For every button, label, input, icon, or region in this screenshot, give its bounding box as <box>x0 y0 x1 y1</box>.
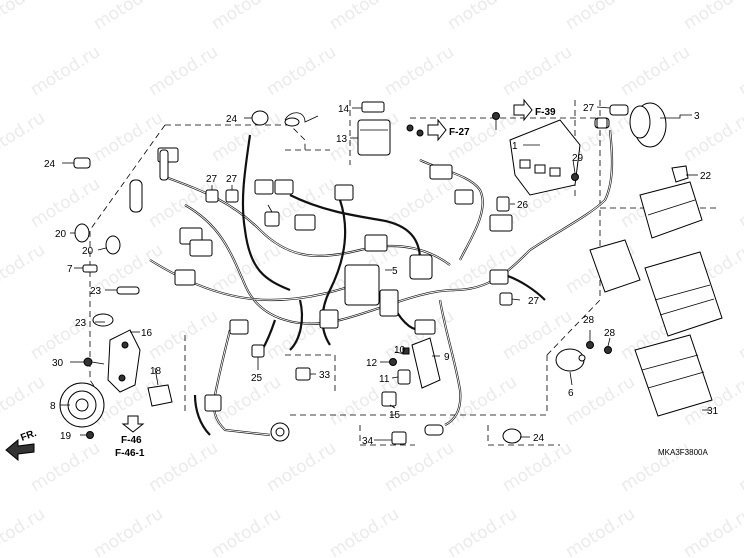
callout-3: 3 <box>694 111 700 122</box>
callout-24-top: 24 <box>226 114 238 125</box>
watermark-text: motod.ru <box>444 372 521 430</box>
watermark-text: motod.ru <box>27 306 104 364</box>
callout-29: 29 <box>572 153 584 164</box>
leader-lines <box>60 106 710 441</box>
callout-18: 18 <box>150 366 162 377</box>
watermark-text: motod.ru <box>562 504 639 558</box>
harness-connectors <box>129 147 513 442</box>
watermark-text: motod.ru <box>145 438 222 496</box>
watermark-text: motod.ru <box>263 438 340 496</box>
callout-9: 9 <box>444 352 450 363</box>
callout-13: 13 <box>336 134 348 145</box>
watermark-text: motod.ru <box>562 372 639 430</box>
ref-f46-1: F-46-1 <box>115 448 145 459</box>
ref-f27: F-27 <box>449 127 470 138</box>
callout-25: 25 <box>251 373 263 384</box>
watermark-text: motod.ru <box>444 504 521 558</box>
callout-23-a: 23 <box>90 286 102 297</box>
watermark-text: motod.ru <box>0 108 49 166</box>
callout-28-a: 28 <box>583 315 595 326</box>
watermark-text: motod.ru <box>735 42 744 100</box>
callout-20-b: 20 <box>82 246 94 257</box>
callout-27-left-b: 27 <box>226 174 238 185</box>
callout-24-left: 24 <box>44 159 56 170</box>
watermark-text: motod.ru <box>145 42 222 100</box>
callout-1: 1 <box>512 141 518 152</box>
watermark-text: motod.ru <box>0 504 49 558</box>
callout-27-left-a: 27 <box>206 174 218 185</box>
watermark-text: motod.ru <box>27 42 104 100</box>
watermark-text: motod.ru <box>680 108 744 166</box>
labels: 14 13 1 27 3 22 29 26 27 28 28 6 31 24 2… <box>19 103 718 459</box>
front-arrow-icon <box>5 438 35 462</box>
watermark-text: motod.ru <box>381 438 458 496</box>
callout-10: 10 <box>394 345 406 356</box>
callout-20-a: 20 <box>55 229 67 240</box>
callout-6: 6 <box>568 388 574 399</box>
callout-28-b: 28 <box>604 328 616 339</box>
callout-19: 19 <box>60 431 72 442</box>
watermark-text: motod.ru <box>27 438 104 496</box>
callout-24-bottom: 24 <box>533 433 545 444</box>
watermark-text: motod.ru <box>208 0 285 34</box>
ref-f46: F-46 <box>121 435 142 446</box>
diagram-code: MKA3F3800A <box>658 448 708 457</box>
callout-27-mid-right: 27 <box>528 296 540 307</box>
callout-15: 15 <box>389 410 401 421</box>
watermark-text: motod.ru <box>735 174 744 232</box>
watermark-text: motod.ru <box>90 108 167 166</box>
watermark-text: motod.ru <box>499 438 576 496</box>
callout-7: 7 <box>67 264 73 275</box>
watermark-text: motod.ru <box>326 504 403 558</box>
watermark-text: motod.ru <box>617 42 694 100</box>
component-parts <box>59 101 723 445</box>
callout-27-top-right: 27 <box>583 103 595 114</box>
watermark-text: motod.ru <box>0 372 49 430</box>
watermark-text: motod.ru <box>499 42 576 100</box>
callout-30: 30 <box>52 358 64 369</box>
watermark-text: motod.ru <box>735 306 744 364</box>
boundary-frames <box>89 100 720 446</box>
watermark-text: motod.ru <box>444 0 521 34</box>
watermark-text: motod.ru <box>381 42 458 100</box>
callout-22: 22 <box>700 171 712 182</box>
watermark-text: motod.ru <box>326 0 403 34</box>
watermark-text: motod.ru <box>90 504 167 558</box>
watermark-text: motod.ru <box>263 42 340 100</box>
callout-14: 14 <box>338 104 350 115</box>
callout-31: 31 <box>707 406 719 417</box>
watermark-text: motod.ru <box>208 504 285 558</box>
watermark-text: motod.ru <box>0 0 49 34</box>
watermark-text: motod.ru <box>735 438 744 496</box>
watermark-text: motod.ru <box>0 240 49 298</box>
callout-33: 33 <box>319 370 331 381</box>
ref-f39: F-39 <box>535 107 556 118</box>
callout-34: 34 <box>362 436 374 447</box>
callout-23-b: 23 <box>75 318 87 329</box>
watermark-text: motod.ru <box>145 306 222 364</box>
watermark-text: motod.ru <box>562 0 639 34</box>
callout-26: 26 <box>517 200 529 211</box>
reference-arrows <box>5 98 533 462</box>
watermark-text: motod.ru <box>680 0 744 34</box>
callout-5: 5 <box>392 266 398 277</box>
callout-12: 12 <box>366 358 378 369</box>
watermark-text: motod.ru <box>90 0 167 34</box>
callout-11: 11 <box>379 374 390 385</box>
watermark-text: motod.ru <box>680 504 744 558</box>
front-label: FR. <box>19 428 38 444</box>
watermark-text: motod.ru <box>27 174 104 232</box>
watermark-text: motod.ru <box>617 438 694 496</box>
callout-8: 8 <box>50 401 56 412</box>
callout-16: 16 <box>141 328 153 339</box>
